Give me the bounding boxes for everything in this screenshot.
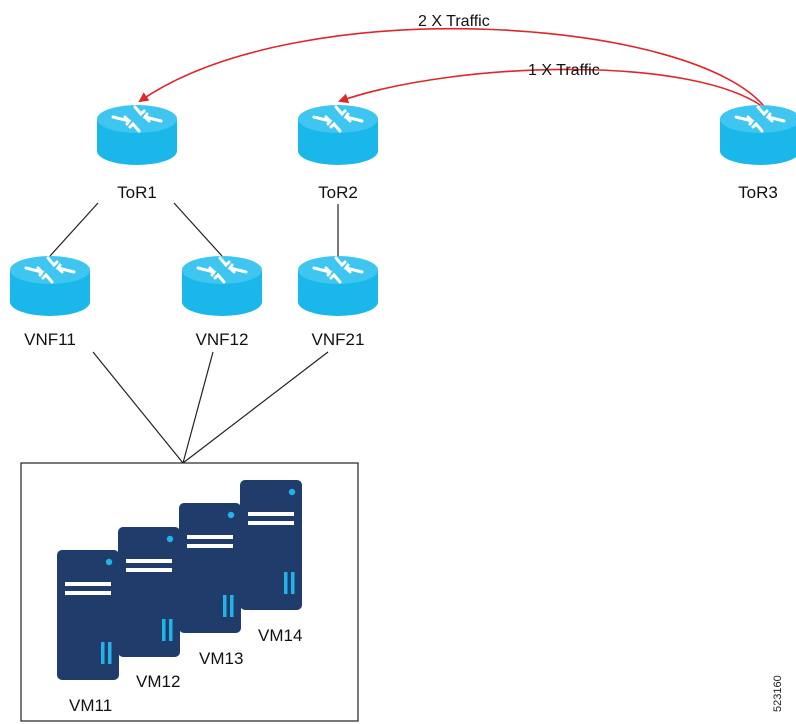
vm14-label: VM14 (258, 626, 302, 645)
tor1-label: ToR1 (117, 183, 157, 202)
server-icon (179, 503, 241, 633)
tor3-label: ToR3 (738, 183, 778, 202)
server-enclosure (20, 462, 359, 722)
vm11-label: VM11 (69, 696, 112, 715)
vm12-label: VM12 (136, 672, 180, 691)
router-icon (95, 103, 179, 167)
router-icon (180, 254, 264, 318)
vnf12-label: VNF12 (196, 330, 249, 349)
vnf21-label: VNF21 (312, 330, 365, 349)
figure-id: 523160 (772, 675, 784, 712)
server-icon (118, 527, 180, 657)
traffic-arrow-1x (338, 68, 768, 111)
connection-lines (49, 202, 339, 464)
router-icon (718, 103, 796, 167)
traffic-arrow-2x (138, 27, 768, 111)
vm13-label: VM13 (199, 649, 243, 668)
vnf11-label: VNF11 (24, 330, 76, 349)
router-icon (296, 254, 380, 318)
traffic-label-1x: 1 X Traffic (528, 62, 600, 79)
router-icon (296, 103, 380, 167)
router-icon (8, 254, 92, 318)
server-icon (57, 550, 119, 680)
server-icon (240, 480, 302, 610)
tor2-label: ToR2 (318, 183, 358, 202)
traffic-label-2x: 2 X Traffic (418, 13, 490, 30)
